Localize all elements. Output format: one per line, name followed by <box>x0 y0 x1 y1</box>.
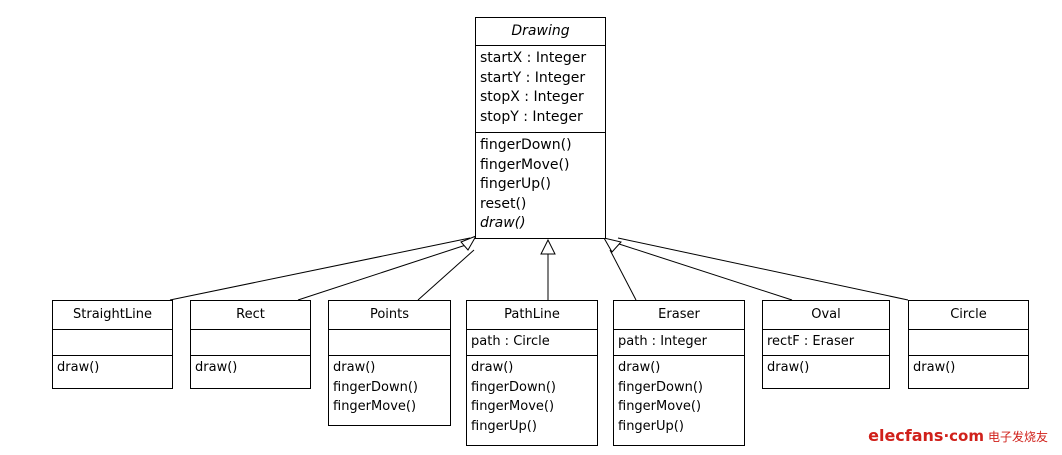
generalization-arrowhead-center <box>540 238 556 255</box>
operation: fingerMove() <box>333 399 417 414</box>
class-oval: Oval rectF : Eraser draw() <box>762 300 890 389</box>
class-eraser: Eraser path : Integer draw() fingerDown(… <box>613 300 745 446</box>
operation: fingerUp() <box>480 176 552 192</box>
attributes-section: startX : Integer startY : Integer stopX … <box>476 46 605 133</box>
operation: reset() <box>480 195 527 212</box>
operation: draw() <box>195 360 238 375</box>
class-pathline: PathLine path : Circle draw() fingerDown… <box>466 300 598 446</box>
class-name: Eraser <box>614 301 744 330</box>
edge-oval-drawing <box>615 242 793 301</box>
edge-straightline-drawing <box>169 237 471 301</box>
class-name: Circle <box>909 301 1028 330</box>
attribute: rectF : Eraser <box>767 334 855 349</box>
attributes-section: path : Circle <box>467 330 597 356</box>
operation: draw() <box>767 360 810 375</box>
attribute: path : Circle <box>471 334 550 349</box>
attribute: path : Integer <box>618 334 707 349</box>
attribute: startX : Integer <box>480 50 587 66</box>
attribute: stopX : Integer <box>480 89 584 105</box>
operation: draw() <box>333 360 376 375</box>
attributes-section <box>329 330 450 356</box>
class-drawing: Drawing startX : Integer startY : Intege… <box>475 17 606 239</box>
operation: fingerMove() <box>618 399 702 414</box>
class-points: Points draw() fingerDown() fingerMove() <box>328 300 451 426</box>
class-circle: Circle draw() <box>908 300 1029 389</box>
operation: draw() <box>913 360 956 375</box>
attributes-section: rectF : Eraser <box>763 330 889 356</box>
operations-section: draw() <box>909 356 1028 380</box>
watermark-suffix: ·com <box>943 427 984 445</box>
operation: fingerDown() <box>471 379 557 395</box>
operation: fingerDown() <box>480 137 572 153</box>
operation: fingerMove() <box>471 399 555 414</box>
attributes-section <box>53 330 172 356</box>
operations-section: draw() <box>53 356 172 380</box>
operations-section: draw() fingerDown() fingerMove() <box>329 356 450 419</box>
class-straightline: StraightLine draw() <box>52 300 173 389</box>
operation: fingerUp() <box>471 418 537 434</box>
attributes-section <box>191 330 310 356</box>
class-name: Oval <box>763 301 889 330</box>
class-name: StraightLine <box>53 301 172 330</box>
attributes-section: path : Integer <box>614 330 744 356</box>
class-name: Points <box>329 301 450 330</box>
operation: fingerDown() <box>618 379 704 395</box>
operation: draw() <box>471 360 514 375</box>
operations-section: draw() <box>191 356 310 380</box>
class-rect: Rect draw() <box>190 300 311 389</box>
class-name: Rect <box>191 301 310 330</box>
generalization-arrowhead-right <box>602 237 622 253</box>
operation: fingerUp() <box>618 418 684 434</box>
operations-section: draw() <box>763 356 889 380</box>
operation: draw() <box>618 360 661 375</box>
operation: fingerMove() <box>480 156 570 173</box>
operations-section: fingerDown() fingerMove() fingerUp() res… <box>476 133 605 237</box>
edge-rect-drawing <box>297 242 473 301</box>
class-name: Drawing <box>476 18 605 46</box>
operation: draw() <box>57 360 100 375</box>
attribute: stopY : Integer <box>480 108 583 125</box>
edge-points-drawing <box>417 249 475 301</box>
edge-eraser-drawing <box>609 249 637 301</box>
attributes-section <box>909 330 1028 356</box>
class-name: PathLine <box>467 301 597 330</box>
abstract-operation: draw() <box>480 215 526 231</box>
operations-section: draw() fingerDown() fingerMove() fingerU… <box>467 356 597 438</box>
attribute: startY : Integer <box>480 69 586 86</box>
watermark-brand: elecfans <box>868 426 944 445</box>
watermark-cn-text: 电子发烧友 <box>987 430 1048 444</box>
edge-circle-drawing <box>617 237 909 301</box>
operation: fingerDown() <box>333 379 419 395</box>
operations-section: draw() fingerDown() fingerMove() fingerU… <box>614 356 744 438</box>
generalization-arrowhead-left <box>460 235 478 251</box>
